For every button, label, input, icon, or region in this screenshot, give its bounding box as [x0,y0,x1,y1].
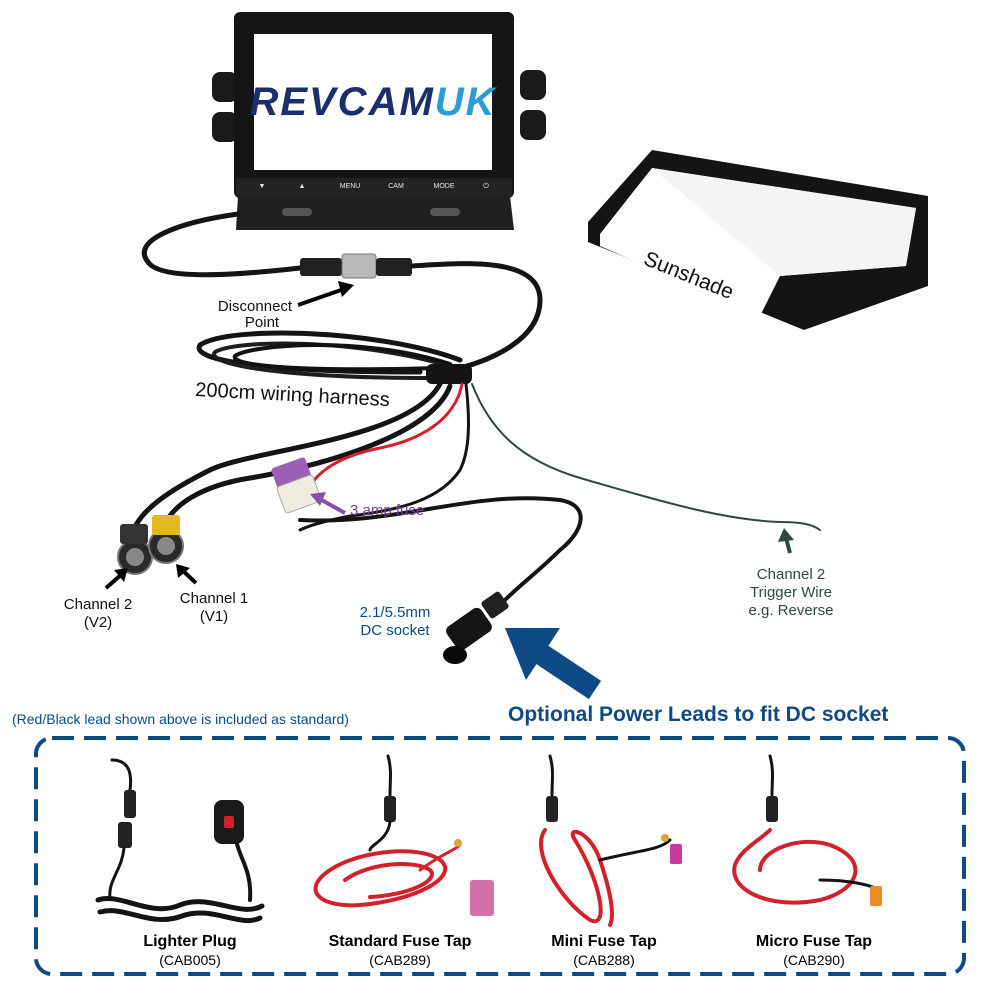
channel-2-connector-collar [120,524,148,544]
channel-1-connector-pins [157,537,175,555]
optional-arrow-shaft [528,640,602,700]
arrows [104,281,794,700]
monitor-knob-left-bottom [212,112,238,142]
monitor-knob-left-top [212,72,238,102]
product-name-micro-fuse-tap: Micro Fuse Tap [755,933,873,950]
disconnect-label-line2: Point [244,314,280,331]
monitor-stand [236,196,514,230]
product-code-micro-fuse-tap: (CAB290) [783,952,845,968]
channel-2-arrow-head [114,568,128,582]
channel-1-connector-collar [152,515,180,535]
monitor-knob-right-top [520,70,546,100]
optional-leads-box [34,736,966,976]
product-code-mini-fuse-tap: (CAB288) [573,952,635,968]
fuse-body [276,474,322,514]
channel-1-cable [163,383,453,525]
disconnect-coupling [341,253,377,279]
optional-leads-title: Optional Power Leads to fit DC socket [508,703,889,726]
fuse-label: 3 amp fuse [350,502,425,519]
channel-1-sub-label: (V1) [199,608,229,625]
monitor-button-down: ▼ [258,183,266,190]
dc-socket-label-line2: DC socket [360,622,430,639]
product-name-lighter-plug: Lighter Plug [143,933,237,950]
monitor-button-menu: MENU [339,183,361,190]
included-note: (Red/Black lead shown above is included … [12,711,349,727]
monitor-stand-slot-left [282,208,312,216]
product-images [95,754,882,927]
optional-arrow-head [505,628,560,680]
logo-text-uk: UK [434,79,497,124]
channel-2-sub-label: (V2) [83,614,113,631]
power-red-wire [308,382,464,488]
channel-2-label: Channel 2 [63,596,133,613]
monitor-logo: REVCAM UK [249,34,494,170]
monitor-lead [141,211,303,278]
cables [130,211,821,602]
disconnect-plug [300,258,342,276]
fuse-arrow-shaft [317,496,346,515]
dc-socket-end [443,646,467,664]
trigger-arrow-head [778,528,794,542]
fuse-arrow-head [310,492,326,506]
channel-2-cable [130,381,443,535]
channel-1-arrow-head [176,564,190,578]
monitor-stand-slot-right [430,208,460,216]
disconnect-arrow-shaft [297,287,345,307]
standard-fuse-tap-image [313,754,494,916]
monitor-button-power: ⏻ [483,183,489,190]
harness-lead [409,261,543,371]
trigger-wire [471,383,821,531]
sunshade-inner [652,168,916,276]
disconnect-arrow-head [338,281,354,297]
trigger-label-line1: Channel 2 [756,566,826,583]
trigger-label-line2: Trigger Wire [750,584,832,601]
video-connectors [117,515,184,575]
product-name-mini-fuse-tap: Mini Fuse Tap [551,933,657,950]
trigger-label-line3: e.g. Reverse [748,602,834,619]
monitor-button-strip [236,178,512,196]
dc-socket-body [446,607,492,651]
harness-splitter [426,364,472,384]
monitor-screen [254,34,492,170]
monitor [212,12,546,230]
monitor-knob-right-bottom [520,110,546,140]
channel-1-label: Channel 1 [179,590,249,607]
monitor-button-mode: MODE [433,183,455,190]
dc-socket [443,591,509,664]
disconnect-socket [376,258,412,276]
harness-coil-3 [232,343,452,372]
channel-2-connector-pins [126,548,144,566]
monitor-button-up: ▲ [298,183,306,190]
dc-socket-cable [298,496,583,602]
logo-text-revcam: REVCAM [249,79,435,124]
fuse-holder [271,457,322,514]
dc-socket-label-line1: 2.1/5.5mm [359,604,431,621]
product-name-standard-fuse-tap: Standard Fuse Tap [328,933,472,950]
product-code-standard-fuse-tap: (CAB289) [369,952,431,968]
mini-fuse-tap-image [539,754,682,927]
micro-fuse-tap-image [732,754,882,906]
monitor-button-cam: CAM [388,183,404,190]
disconnect-label-line1: Disconnect [217,298,293,315]
dc-socket-strain [481,591,509,619]
lighter-plug-image [95,758,265,924]
sunshade [588,150,928,330]
product-code-lighter-plug: (CAB005) [159,952,221,968]
